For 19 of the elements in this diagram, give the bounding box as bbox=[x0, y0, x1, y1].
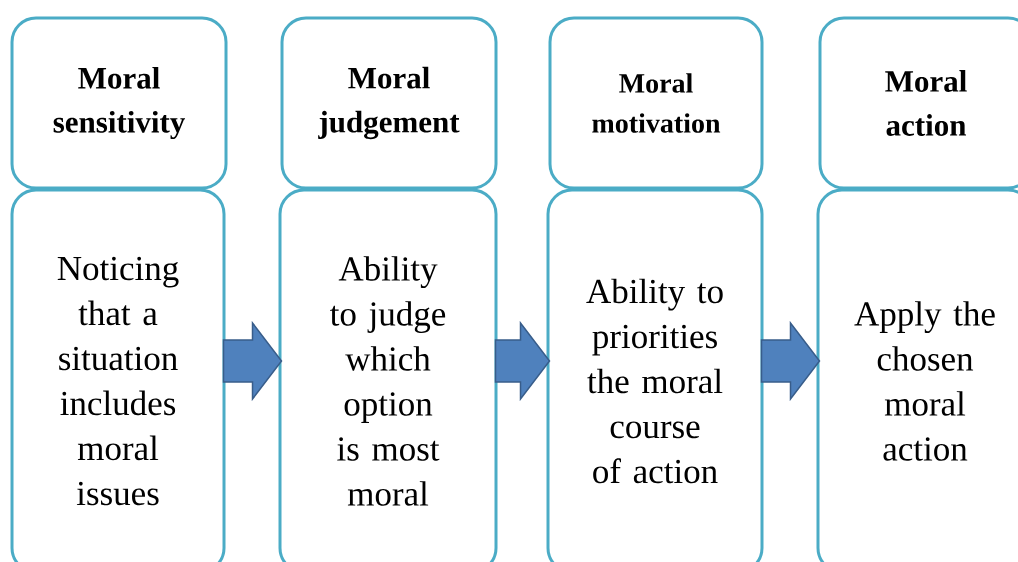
node-label: Apply the chosen moral action bbox=[854, 301, 995, 461]
description-box bbox=[816, 188, 1018, 562]
node-label: Moral motivation bbox=[592, 73, 721, 133]
node-label: Moral sensitivity bbox=[53, 66, 186, 140]
heading-box bbox=[818, 16, 1018, 190]
node-label: Ability to judge which option is most moral bbox=[330, 256, 446, 506]
heading-box bbox=[10, 16, 228, 190]
node-label: Ability to priorities the moral course of action bbox=[586, 278, 723, 484]
node-label: Moral action bbox=[885, 70, 967, 136]
block-arrow bbox=[760, 320, 821, 402]
description-box bbox=[278, 188, 498, 562]
description-box bbox=[546, 188, 764, 562]
block-arrow bbox=[222, 320, 283, 402]
block-arrow bbox=[494, 320, 551, 402]
description-box bbox=[10, 188, 226, 562]
heading-box bbox=[548, 16, 764, 190]
heading-box bbox=[280, 16, 498, 190]
node-label: Moral judgement bbox=[318, 66, 460, 140]
node-label: Noticing that a situation includes moral issues bbox=[57, 256, 179, 506]
